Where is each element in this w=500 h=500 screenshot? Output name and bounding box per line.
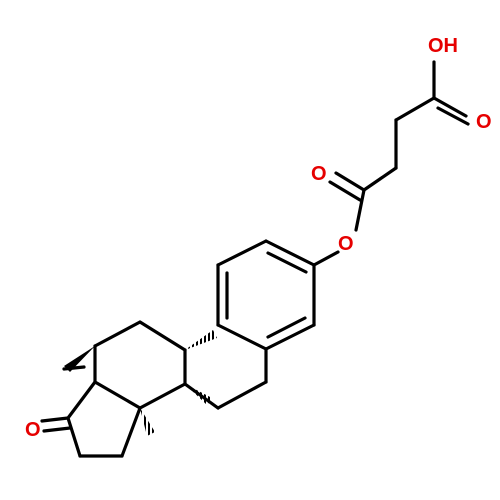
bond-ester-o-to-carbonyl-c	[354, 188, 366, 232]
bond-ring-d-4	[120, 406, 142, 458]
acid-hydroxyl-label: OH	[428, 35, 458, 57]
ketone-group: O	[25, 416, 72, 441]
ring-d	[66, 380, 142, 458]
double-bond-inner-bottom	[266, 316, 307, 339]
bond-chain-1	[362, 166, 398, 192]
bond-ring-c-2	[93, 320, 142, 348]
bond-ring-c-1	[138, 320, 187, 352]
ketone-oxygen-label: O	[25, 419, 41, 441]
bond-ring-b-2	[216, 380, 268, 410]
bond-c1-c2	[264, 239, 316, 267]
bond-ester-carbonyl-1	[334, 171, 366, 192]
bond-c3-c4	[264, 323, 316, 351]
ester-oxygen-label: O	[338, 233, 354, 255]
ester-linkage: O O	[311, 96, 436, 267]
hash-wedge-c14-h	[140, 408, 155, 436]
carboxylic-acid-group: OH O	[428, 35, 492, 133]
bond-c6-c1	[216, 239, 268, 267]
ring-c	[93, 320, 187, 410]
methyl-wedge-bond	[64, 346, 95, 372]
bond-ring-c-4	[93, 380, 142, 410]
aromatic-ring-a	[216, 239, 316, 351]
bond-ring-d-1	[66, 380, 97, 420]
bond-acid-carbonyl-2	[436, 106, 470, 126]
hash-wedge-c9-h	[185, 330, 217, 350]
bond-c4-c5	[216, 323, 268, 351]
bond-ring-d-2	[66, 416, 82, 458]
acid-carbonyl-oxygen-label: O	[476, 111, 492, 133]
bond-ketone-2	[42, 426, 72, 433]
bond-chain-3	[394, 96, 436, 122]
ring-b	[183, 347, 268, 410]
double-bond-inner-top	[266, 251, 308, 274]
methyl-stub	[62, 365, 86, 371]
hash-wedge-c8-h	[185, 384, 212, 405]
bond-ketone-1	[40, 416, 70, 423]
bond-aryl-to-ester-o	[312, 250, 340, 267]
bond-ester-carbonyl-2	[328, 180, 362, 202]
bond-ring-c-5	[138, 382, 187, 410]
ester-carbonyl-oxygen-label: O	[311, 163, 327, 185]
bond-acid-carbonyl-1	[432, 96, 468, 118]
